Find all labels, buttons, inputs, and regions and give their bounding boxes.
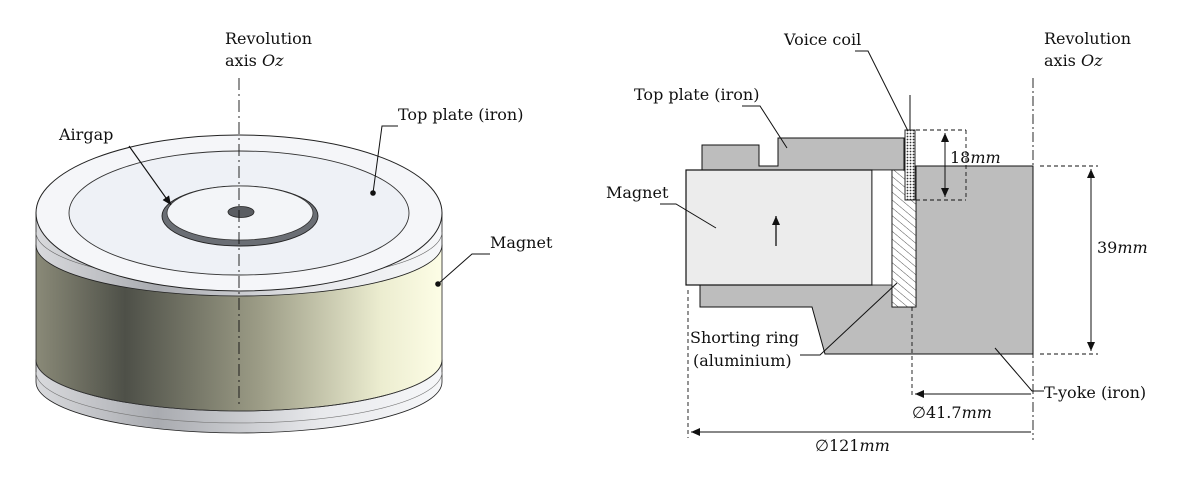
right-voice-coil-label: Voice coil xyxy=(783,30,861,49)
t-yoke-label: T-yoke (iron) xyxy=(1044,383,1146,402)
left-airgap-label: Airgap xyxy=(58,125,113,144)
magnet-leader-right xyxy=(660,203,717,229)
magnet xyxy=(685,169,873,286)
left-axis-label-line2: axis Oz xyxy=(225,51,284,70)
airgap-leader xyxy=(128,145,172,206)
magnet-leader-dot xyxy=(435,281,441,287)
top-plate-leader-right xyxy=(742,105,788,149)
dim-inner-label: ∅41.7mm xyxy=(912,403,992,422)
voice-coil-leader xyxy=(855,50,909,132)
left-3d-view: Revolution axis Oz Airgap Top plate (iro… xyxy=(35,29,553,434)
left-top-plate-label: Top plate (iron) xyxy=(398,105,523,124)
t-yoke-leader xyxy=(994,347,1044,392)
right-axis-label-line1: Revolution xyxy=(1044,29,1131,48)
gap-region xyxy=(871,169,893,286)
dim-coil-label: 18mm xyxy=(950,148,1001,167)
right-top-plate-label: Top plate (iron) xyxy=(634,85,759,104)
shorting-ring-label-line2: (aluminium) xyxy=(693,351,792,370)
top-plate xyxy=(701,137,905,171)
left-axis-label-line1: Revolution xyxy=(225,29,312,48)
dim-outer-label: ∅121mm xyxy=(815,436,890,455)
right-axis-label-line2: axis Oz xyxy=(1044,51,1103,70)
right-magnet-label: Magnet xyxy=(606,183,669,202)
left-magnet-label: Magnet xyxy=(490,233,553,252)
ring-edge-lower xyxy=(35,359,443,412)
shorting-ring-label-line1: Shorting ring xyxy=(690,328,799,347)
center-hole xyxy=(227,206,255,218)
magnet-leader-left xyxy=(437,253,490,285)
ring-edge-lower-2 xyxy=(35,371,443,424)
shorting-ring-leader xyxy=(800,282,898,356)
dim-height-label: 39mm xyxy=(1097,238,1148,257)
right-section-view: 18mm 39mm ∅41.7mm ∅121mm Voice coil Top … xyxy=(606,29,1148,455)
voice-coil xyxy=(904,129,916,201)
top-plate-leader-dot xyxy=(370,190,376,196)
top-plate-leader-left xyxy=(372,125,398,194)
